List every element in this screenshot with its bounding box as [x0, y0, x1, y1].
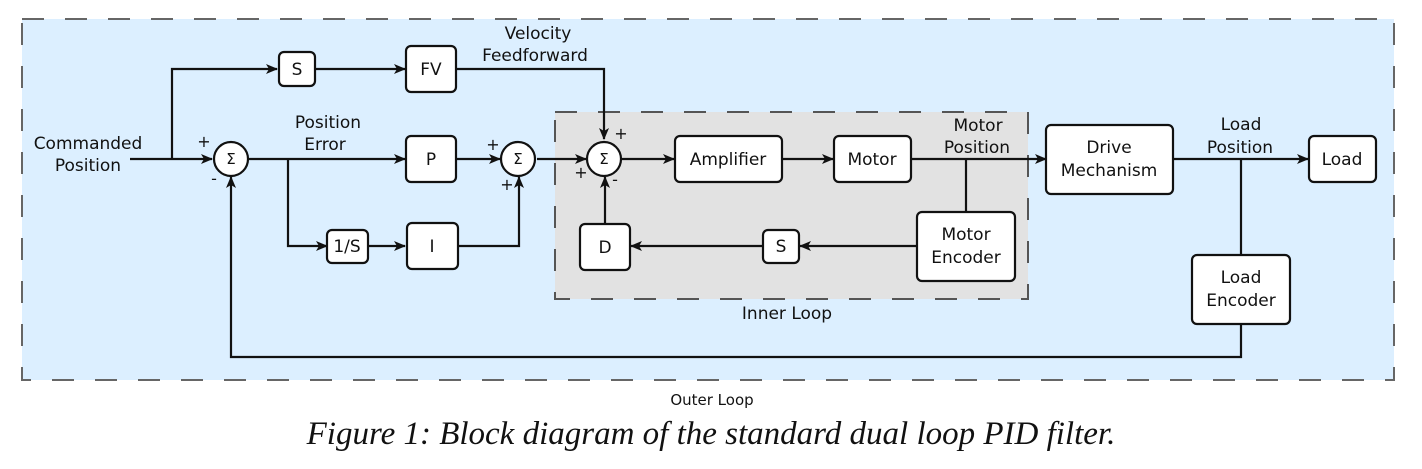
wire-branch-to-integrator	[286, 159, 328, 251]
svg-text:Position: Position	[295, 113, 361, 133]
sign-plus: +	[574, 163, 587, 182]
svg-text:Σ: Σ	[226, 150, 235, 168]
block-d: D	[578, 222, 632, 272]
block-motor-encoder: Motor Encoder	[915, 210, 1017, 283]
block-p: P	[404, 134, 458, 184]
sign-minus: -	[612, 170, 618, 189]
sign-plus: +	[614, 124, 627, 143]
svg-text:Commanded: Commanded	[34, 134, 143, 154]
svg-text:Motor: Motor	[847, 150, 896, 170]
label-velocity-feedforward: Velocity Feedforward	[482, 24, 588, 66]
block-i: I	[405, 221, 460, 271]
sign-minus: -	[211, 169, 217, 188]
label-motor-position: Motor Position	[944, 116, 1010, 158]
summing-junction-pi: Σ + +	[486, 135, 537, 194]
block-integrator: 1/S	[325, 228, 370, 265]
wire-branch-to-s	[170, 64, 278, 159]
svg-text:Error: Error	[304, 135, 345, 155]
svg-text:Σ: Σ	[599, 150, 608, 168]
svg-text:Motor: Motor	[953, 116, 1002, 136]
svg-text:FV: FV	[420, 60, 442, 80]
label-load-position: Load Position	[1207, 115, 1273, 158]
svg-text:1/S: 1/S	[333, 237, 360, 257]
svg-text:Velocity: Velocity	[505, 24, 572, 44]
label-commanded-position: Commanded Position	[34, 134, 143, 176]
svg-text:Encoder: Encoder	[931, 248, 1001, 268]
svg-text:Encoder: Encoder	[1206, 291, 1276, 311]
svg-text:Load: Load	[1221, 268, 1262, 288]
svg-text:Σ: Σ	[513, 150, 522, 168]
label-position-error: Position Error	[295, 113, 361, 155]
block-load: Load	[1307, 134, 1378, 184]
svg-text:Load: Load	[1221, 115, 1262, 135]
svg-text:Amplifier: Amplifier	[690, 150, 767, 170]
svg-text:Feedforward: Feedforward	[482, 46, 588, 66]
block-s-feedforward: S	[277, 50, 317, 88]
block-load-encoder: Load Encoder	[1190, 253, 1292, 326]
svg-text:S: S	[776, 237, 787, 257]
svg-text:Position: Position	[55, 156, 121, 176]
summing-junction-outer: Σ + -	[197, 132, 250, 188]
wire-velocity-feedforward	[456, 67, 609, 140]
svg-text:Position: Position	[1207, 138, 1273, 158]
svg-text:I: I	[429, 237, 434, 257]
sign-plus: +	[486, 135, 499, 154]
inner-loop-label: Inner Loop	[742, 304, 832, 324]
svg-text:Drive: Drive	[1086, 138, 1131, 158]
outer-loop-label: Outer Loop	[670, 391, 753, 409]
wire-outer-feedback	[226, 176, 1243, 359]
wire-i-to-sum2	[458, 176, 524, 248]
block-fv: FV	[404, 44, 458, 94]
block-drive-mechanism: Drive Mechanism	[1044, 123, 1175, 196]
svg-text:P: P	[426, 150, 436, 170]
block-motor: Motor	[832, 134, 913, 184]
block-s-inner: S	[761, 228, 801, 265]
sign-plus: +	[500, 175, 513, 194]
sign-plus: +	[197, 132, 210, 151]
svg-text:S: S	[292, 60, 303, 80]
block-diagram: Outer Loop Inner Loop S FV	[21, 18, 1395, 409]
svg-text:D: D	[598, 238, 611, 258]
svg-text:Position: Position	[944, 138, 1010, 158]
svg-text:Mechanism: Mechanism	[1061, 161, 1158, 181]
svg-text:Load: Load	[1322, 150, 1363, 170]
svg-text:Motor: Motor	[941, 225, 990, 245]
block-amplifier: Amplifier	[673, 134, 784, 184]
figure-caption: Figure 1: Block diagram of the standard …	[306, 416, 1116, 452]
summing-junction-inner: Σ + + -	[574, 124, 627, 189]
